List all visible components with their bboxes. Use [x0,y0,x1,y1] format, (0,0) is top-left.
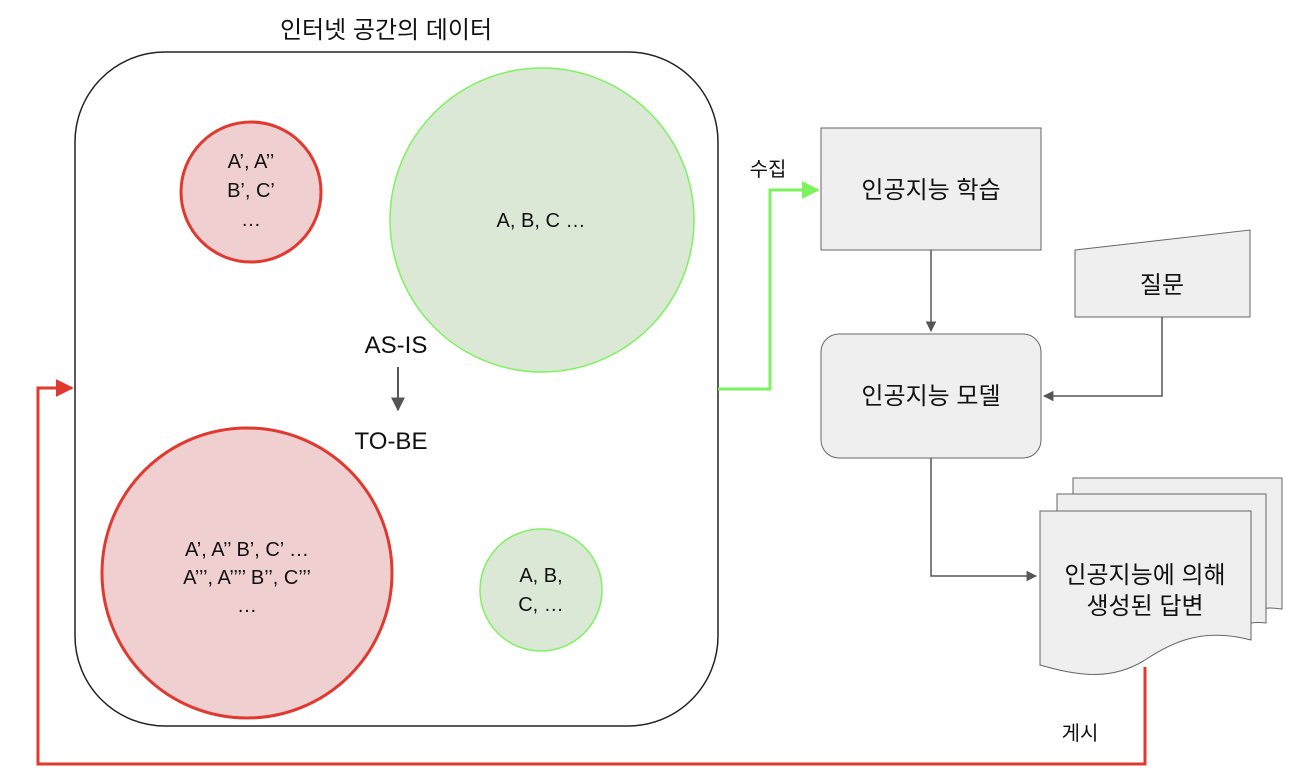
question-label: 질문 [1140,272,1184,299]
circle-big-green-line-1: A, B, C … [497,210,586,232]
model-to-answers-arrow [930,458,1038,582]
circle-small-green-line-1: A, B, [519,565,562,587]
as-is-label: AS-IS [365,332,428,359]
circle-big-red-line-1: A’, A’’ B’, C’ … [185,539,309,561]
circle-small-red-line-1: A’, A’’ [228,151,275,173]
circle-big-red [100,426,394,720]
collect-connector [718,181,820,391]
answers-documents [1039,477,1283,675]
post-feedback-connector [36,379,1147,766]
circle-small-green-line-2: C, … [518,594,564,616]
circle-big-red-line-3: … [237,595,257,617]
post-label: 게시 [1062,722,1099,745]
training-label: 인공지능 학습 [861,177,1000,204]
circle-small-green [479,528,603,652]
model-label: 인공지능 모델 [861,383,1000,410]
answers-label-line-2: 생성된 답변 [1086,593,1203,620]
circle-small-red-line-2: B’, C’ [227,180,275,202]
circle-big-green [389,67,695,373]
circle-big-red-line-2: A’’’, A’’’’ B’’, C’’’ [183,567,311,589]
collect-label: 수집 [750,158,787,181]
container-title: 인터넷 공간의 데이터 [280,17,492,44]
training-box [820,127,1042,251]
question-to-model-arrow [1042,317,1163,402]
circle-small-red [179,120,323,264]
answers-label-line-1: 인공지능에 의해 [1064,562,1225,589]
question-shape [1074,229,1251,318]
to-be-label: TO-BE [355,428,428,455]
circle-small-red-line-3: … [241,209,261,231]
